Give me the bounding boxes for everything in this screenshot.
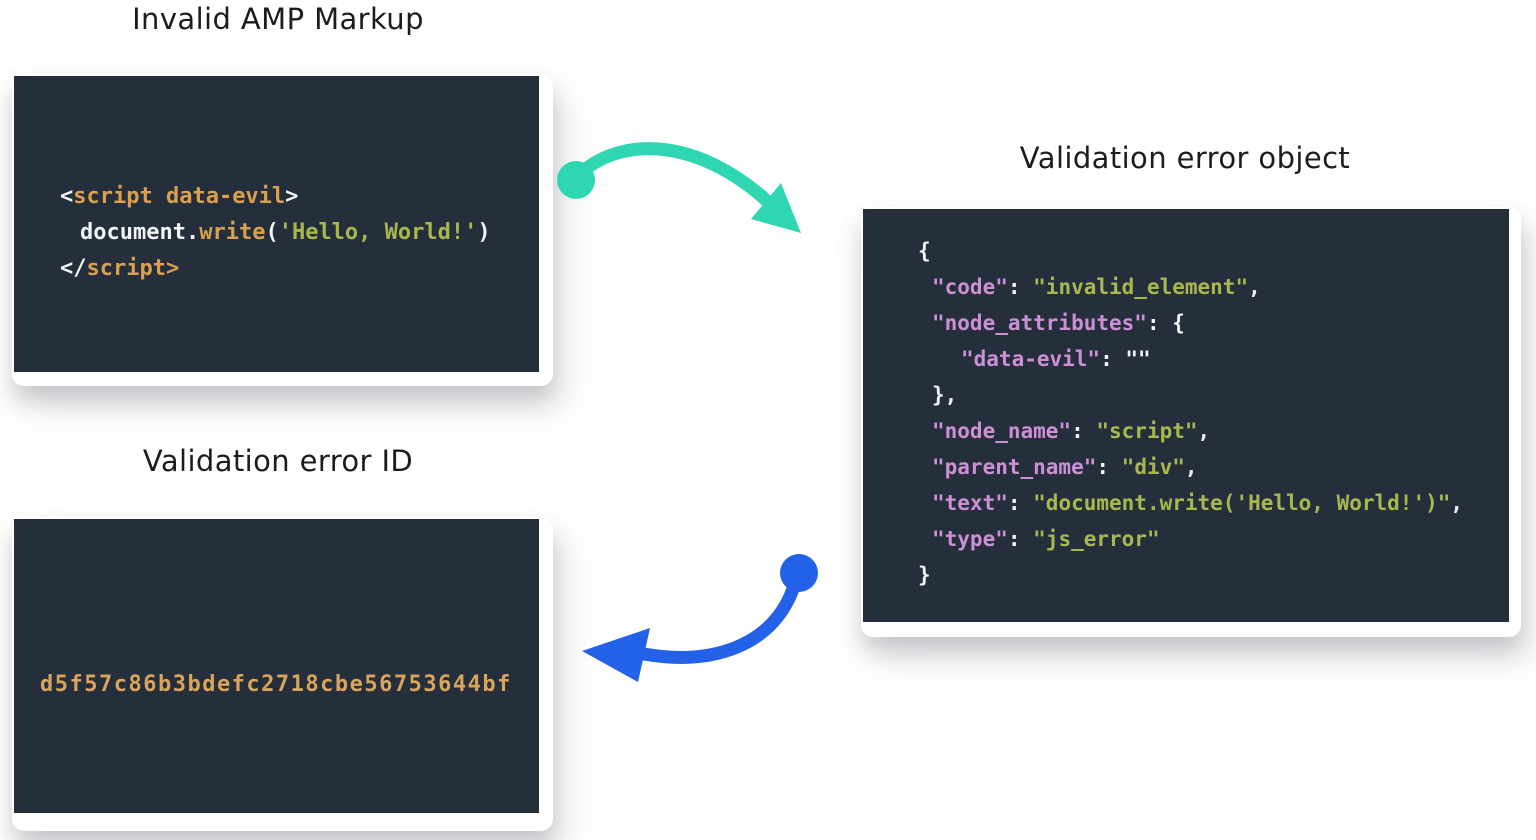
code-token-key: "text" bbox=[932, 491, 1008, 515]
code-line: }, bbox=[932, 377, 1463, 413]
code-token-plain: : bbox=[1146, 311, 1173, 335]
markup-code-panel: <script data-evil>document.write('Hello,… bbox=[14, 76, 539, 372]
code-token-key: "node_name" bbox=[932, 419, 1072, 443]
code-line: "type": "js_error" bbox=[932, 521, 1463, 557]
markup-title: Invalid AMP Markup bbox=[132, 2, 424, 36]
code-token-key: "data-evil" bbox=[961, 347, 1101, 371]
code-token-plain: </ bbox=[60, 256, 87, 281]
markup-card: <script data-evil>document.write('Hello,… bbox=[12, 74, 553, 386]
code-token-string: "script" bbox=[1096, 419, 1198, 443]
code-token-plain: document. bbox=[80, 220, 200, 245]
code-line: "code": "invalid_element", bbox=[932, 269, 1463, 305]
code-token-plain: , bbox=[1248, 275, 1261, 299]
code-line: <script data-evil> bbox=[60, 179, 491, 215]
code-token-plain: { bbox=[1172, 311, 1185, 335]
code-line: "node_attributes": { bbox=[932, 305, 1463, 341]
code-token-plain: } bbox=[918, 563, 931, 587]
error-id-card: d5f57c86b3bdefc2718cbe56753644bf bbox=[12, 517, 553, 831]
code-token-tag: write bbox=[199, 220, 266, 245]
code-token-plain: ) bbox=[477, 220, 491, 245]
error-id-title: Validation error ID bbox=[142, 444, 414, 478]
code-line: "parent_name": "div", bbox=[932, 449, 1463, 485]
arrow-error-object-to-error-id-icon bbox=[582, 554, 818, 682]
code-token-tag: script bbox=[86, 256, 166, 281]
arrow-markup-to-error-object-icon bbox=[557, 142, 801, 233]
arrow-head bbox=[582, 628, 650, 682]
error-object-code-block: {"code": "invalid_element","node_attribu… bbox=[918, 233, 1463, 593]
code-token-plain: : bbox=[1096, 455, 1122, 479]
code-line: "data-evil": "" bbox=[961, 341, 1463, 377]
code-token-plain: , bbox=[1450, 491, 1464, 515]
code-line: } bbox=[918, 557, 1463, 593]
code-token-plain: : bbox=[1100, 347, 1126, 371]
code-token-plain: , bbox=[1197, 419, 1211, 443]
arrow-start-dot bbox=[557, 161, 595, 199]
code-token-plain: : bbox=[1007, 275, 1034, 299]
arrow-head bbox=[751, 183, 801, 233]
arrow-curve bbox=[637, 582, 800, 664]
code-token-plain: : bbox=[1071, 419, 1097, 443]
code-token-string: "js_error" bbox=[1033, 527, 1160, 551]
code-token-plain: "" bbox=[1125, 347, 1151, 371]
code-token-plain: , bbox=[1184, 455, 1198, 479]
error-object-title: Validation error object bbox=[1019, 141, 1351, 175]
code-token-plain: : bbox=[1007, 527, 1034, 551]
arrow-start-dot bbox=[780, 554, 818, 592]
code-line: </script> bbox=[60, 251, 491, 287]
code-token-key: "code" bbox=[932, 275, 1008, 299]
code-token-string: "document.write('Hello, World!')" bbox=[1033, 491, 1451, 515]
code-token-key: "type" bbox=[932, 527, 1008, 551]
code-token-plain: }, bbox=[932, 383, 958, 407]
code-token-key: "node_attributes" bbox=[932, 311, 1147, 335]
arrow-curve bbox=[575, 142, 774, 208]
code-token-tag: script data-evil bbox=[73, 184, 286, 209]
markup-code-block: <script data-evil>document.write('Hello,… bbox=[60, 179, 491, 287]
code-token-string: "invalid_element" bbox=[1033, 275, 1249, 299]
code-line: "text": "document.write('Hello, World!')… bbox=[932, 485, 1463, 521]
code-token-plain: { bbox=[918, 239, 931, 263]
code-token-string: 'Hello, World!' bbox=[278, 220, 478, 245]
code-line: "node_name": "script", bbox=[932, 413, 1463, 449]
error-id-value: d5f57c86b3bdefc2718cbe56753644bf bbox=[40, 672, 512, 697]
error-object-card: {"code": "invalid_element","node_attribu… bbox=[861, 207, 1521, 637]
code-token-tag: > bbox=[165, 256, 180, 281]
code-token-plain: > bbox=[285, 184, 299, 209]
code-token-plain: < bbox=[60, 184, 74, 209]
code-token-plain: : bbox=[1007, 491, 1034, 515]
code-line: { bbox=[918, 233, 1463, 269]
error-id-panel: d5f57c86b3bdefc2718cbe56753644bf bbox=[14, 519, 539, 813]
code-token-plain: ( bbox=[265, 220, 279, 245]
error-object-code-panel: {"code": "invalid_element","node_attribu… bbox=[863, 209, 1509, 622]
code-token-key: "parent_name" bbox=[932, 455, 1097, 479]
code-line: document.write('Hello, World!') bbox=[80, 215, 491, 251]
code-token-string: "div" bbox=[1121, 455, 1185, 479]
